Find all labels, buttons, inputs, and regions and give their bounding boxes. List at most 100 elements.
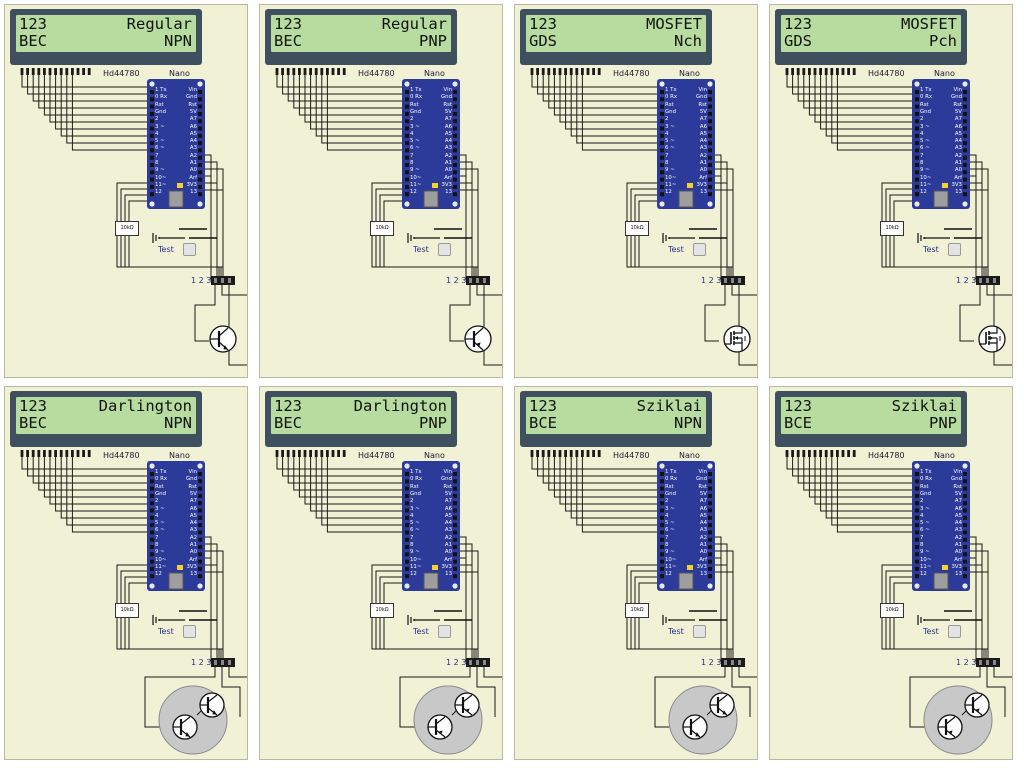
nano-pin-label: A0 xyxy=(954,167,962,174)
lcd-polarity: Nch xyxy=(674,32,702,50)
nano-pin-label: Rst xyxy=(920,483,929,490)
nano-pin-label: 0 Rx xyxy=(410,476,423,483)
test-button[interactable] xyxy=(948,243,961,256)
nano-pin-label: Arf xyxy=(189,556,197,563)
nano-pin-label: 10~ xyxy=(665,556,677,563)
wiring-diagram xyxy=(785,450,1012,755)
nano-pin-label: 12 xyxy=(665,189,672,196)
lcd-data-wires xyxy=(531,75,667,151)
nano-pin-label: Arf xyxy=(954,174,962,181)
nano-pin-label: A4 xyxy=(699,138,707,145)
test-switch-wires xyxy=(944,228,982,239)
nano-pin-label: A4 xyxy=(954,520,962,527)
digital-drive-wires xyxy=(116,182,224,280)
lcd-model-label: Hd44780 xyxy=(868,451,905,460)
nano-pin-label: 5 ~ xyxy=(155,138,165,145)
nano-pin-label: A6 xyxy=(699,123,707,130)
nano-pin-label: 2 xyxy=(410,498,414,505)
nano-pin-label: 3 ~ xyxy=(155,505,165,512)
nano-pin-label: 2 xyxy=(920,498,924,505)
lcd-header-pins xyxy=(785,68,856,75)
nano-pin-label: A0 xyxy=(444,549,452,556)
nano-pin-label: A5 xyxy=(954,130,962,137)
test-button[interactable] xyxy=(948,625,961,638)
nano-pin-label: A6 xyxy=(444,505,452,512)
nano-pin-label: 6 ~ xyxy=(155,527,165,534)
nano-pin-label: 12 xyxy=(920,189,927,196)
nano-pin-label: Rst xyxy=(410,483,419,490)
nano-pin-label: 9 ~ xyxy=(155,167,165,174)
nano-pin-label: Gnd xyxy=(440,476,452,483)
nano-pin-label: A4 xyxy=(444,138,452,145)
nano-pin-label: 4 xyxy=(410,130,414,137)
dut-leads xyxy=(449,285,502,366)
nano-pin-label: 9 ~ xyxy=(665,167,675,174)
probe-header xyxy=(721,276,745,285)
test-button[interactable] xyxy=(693,243,706,256)
nano-pin-label: 5V xyxy=(189,108,197,115)
wiring-diagram xyxy=(785,68,1012,366)
nano-pin-label: Gnd xyxy=(185,476,197,483)
nano-pin-label: A5 xyxy=(189,130,197,137)
nano-pin-label: A0 xyxy=(189,549,197,556)
analog-probe-wires xyxy=(970,536,989,662)
nano-pin-label: 10~ xyxy=(665,174,677,181)
probe-header xyxy=(721,658,745,667)
digital-drive-wires xyxy=(881,564,989,662)
nano-pin-label: 0 Rx xyxy=(155,94,168,101)
nano-pin-label: Gnd xyxy=(155,108,167,115)
nano-pin-label: 7 xyxy=(410,152,414,159)
nano-pin-label: A0 xyxy=(699,549,707,556)
test-button[interactable] xyxy=(438,243,451,256)
nano-pin-label: 3 ~ xyxy=(410,123,420,130)
nano-pin-label: A0 xyxy=(954,549,962,556)
dut-leads xyxy=(654,667,757,728)
nano-pin-label: Vin xyxy=(953,469,962,475)
test-button[interactable] xyxy=(183,625,196,638)
test-button[interactable] xyxy=(693,625,706,638)
resistor-network: 10kΩ xyxy=(880,603,904,618)
mosfet-symbol xyxy=(723,325,751,353)
nano-pin-label: Rst xyxy=(665,483,674,490)
nano-pin-label: Rst xyxy=(443,101,452,108)
digital-drive-wires xyxy=(371,182,479,280)
test-switch-wires xyxy=(179,610,217,621)
test-button[interactable] xyxy=(183,243,196,256)
test-button[interactable] xyxy=(438,625,451,638)
lcd-model-label: Hd44780 xyxy=(358,69,395,78)
nano-pin-label: 7 xyxy=(920,534,924,541)
lcd-model-label: Hd44780 xyxy=(103,69,140,78)
nano-pin-label: 5 ~ xyxy=(920,520,930,527)
bjt-symbol xyxy=(209,325,237,353)
dut-leads xyxy=(144,667,247,728)
nano-pin-headers xyxy=(914,81,968,208)
nano-pin-label: 11~ xyxy=(155,181,167,188)
nano-pin-label: Gnd xyxy=(950,94,962,101)
test-switch-wires xyxy=(689,228,727,239)
nano-pin-label: 5V xyxy=(954,490,962,497)
lcd-data-wires xyxy=(531,457,667,533)
analog-probe-wires xyxy=(205,536,224,662)
nano-pin-label: A3 xyxy=(444,527,452,534)
nano-pin-label: A6 xyxy=(189,505,197,512)
nano-pin-label: 2 xyxy=(155,498,159,505)
nano-pin-label: 3V3 xyxy=(696,181,707,188)
test-switch-wires xyxy=(434,610,472,621)
nano-pin-label: 5V xyxy=(189,490,197,497)
